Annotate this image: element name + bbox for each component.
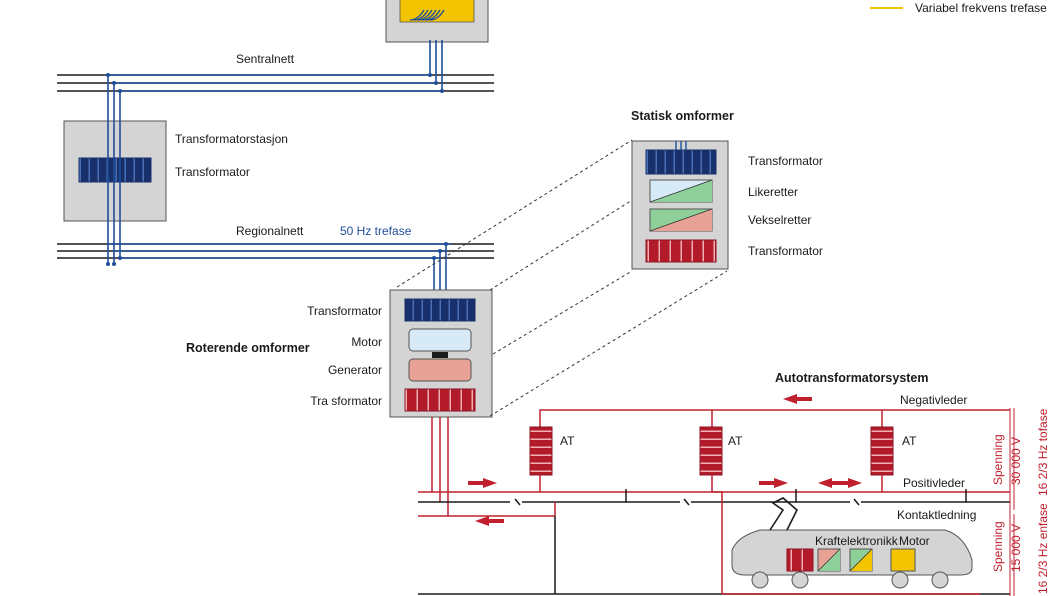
negative-feeder-label: Negativleder [900,393,967,407]
static-converter-box [631,140,729,270]
arrow-positive-1 [468,478,497,488]
legend-variable-frequency: Variabel frekvens trefase [915,1,1047,15]
frequency-label: 50 Hz trefase [340,224,412,238]
static-converter-title: Statisk omformer [631,109,734,123]
rotary-item-1: Transformator [307,304,382,318]
substation-vertical-lines [107,75,121,264]
voltage-upper-freq: 16 2/3 Hz tofase [1036,408,1050,496]
rotary-converter-title: Roterende omformer [186,341,310,355]
voltage-upper-spenning: Spenning [991,434,1005,485]
at-label-2: AT [728,434,743,448]
arrow-positive-3 [818,478,847,488]
legend: Variabel frekvens trefase [870,1,1047,15]
rotary-transformer-block-red [404,388,476,412]
power-plant-box [385,0,489,43]
static-item-1: Transformator [748,154,823,168]
arrow-negative [783,394,812,404]
regional-grid-label: Regionalnett [236,224,304,238]
static-inverter [649,208,713,232]
train-circuit [712,491,980,595]
negative-feeder-line [539,409,1010,427]
train-transformer [786,548,814,572]
pantograph [769,497,798,531]
central-grid-label: Sentralnett [236,52,295,66]
at-label-1: AT [560,434,575,448]
arrow-positive-4 [833,478,862,488]
rotary-item-4: Tra sformator [310,394,382,408]
train-motor-label: Motor [899,534,930,548]
train [731,497,973,589]
voltage-labels: Spenning 30 000 V 16 2/3 Hz tofase Spenn… [991,408,1050,594]
arrow-return [475,516,504,526]
substation-box [63,120,167,222]
substation-transformer: Transformator [175,165,250,179]
at-unit-3 [870,426,894,476]
contact-line [418,489,1010,506]
voltage-lower-spenning: Spenning [991,521,1005,572]
arrow-positive-2 [759,478,788,488]
positive-feeder-label: Positivleder [903,476,965,490]
rotary-motor-block [408,328,472,352]
projection-lines [396,139,728,417]
voltage-upper-value: 30 000 V [1009,437,1023,485]
substation-title: Transformatorstasjon [175,132,288,146]
static-item-2: Likeretter [748,185,798,199]
voltage-lower-freq: 16 2/3 Hz enfase [1036,503,1050,594]
static-transformer-red [645,239,717,263]
rotary-item-2: Motor [351,335,382,349]
at-unit-2 [699,426,723,476]
voltage-brackets [1009,408,1015,596]
train-power-electronics [817,548,873,572]
at-unit-1 [529,426,553,476]
voltage-lower-value: 15 000 V [1009,524,1023,572]
contact-line-label: Kontaktledning [897,508,976,522]
static-transformer-blue [645,149,717,175]
converter-feed-lines [431,417,449,516]
rotary-converter-box [389,289,493,418]
autotransformer-title: Autotransformatorsystem [775,371,929,385]
train-power-electronics-label: Kraftelektronikk [815,534,899,548]
plant-connection [429,40,443,91]
static-rectifier [649,179,713,203]
rotary-generator-block [408,358,472,382]
static-item-4: Transformator [748,244,823,258]
at-label-3: AT [902,434,917,448]
rotary-shaft [432,352,448,358]
static-item-3: Vekselretter [748,213,811,227]
rotary-item-3: Generator [328,363,382,377]
train-motor [890,548,916,572]
rotary-transformer-block [404,298,476,322]
